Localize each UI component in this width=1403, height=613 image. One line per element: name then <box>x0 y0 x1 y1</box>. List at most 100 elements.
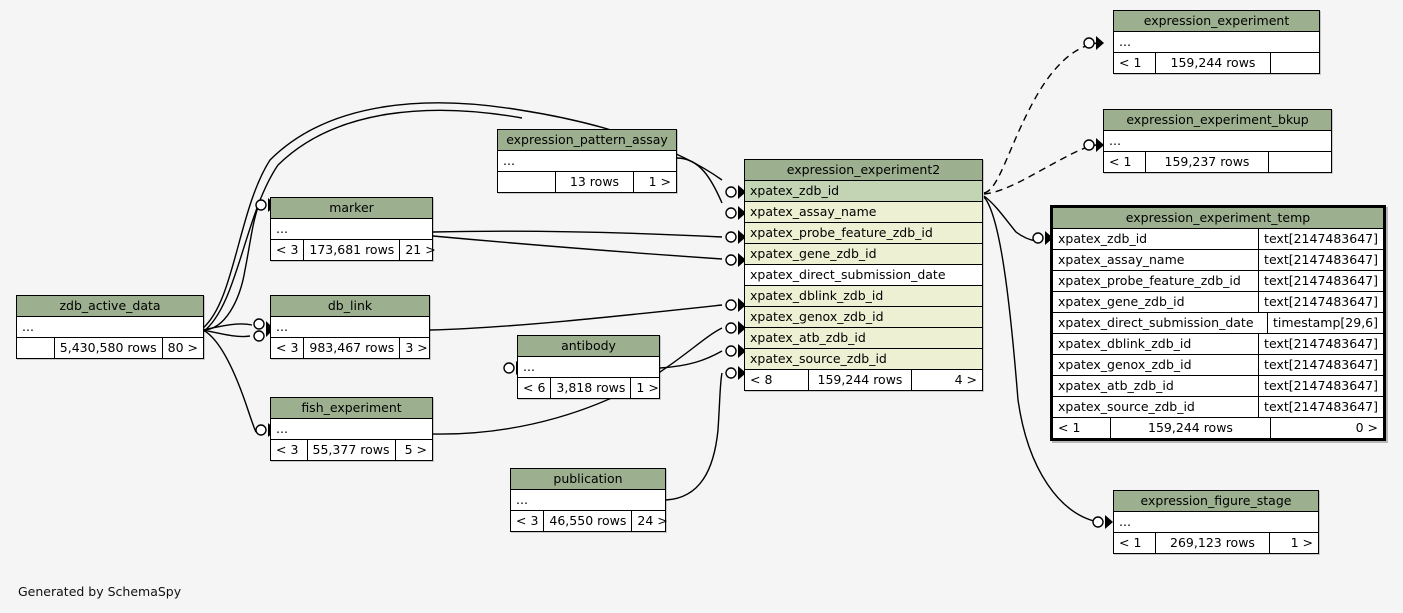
column-name: ... <box>516 492 528 507</box>
table-row[interactable]: xpatex_source_zdb_id text[2147483647] <box>1053 397 1383 417</box>
edge-zdbactive-dblink-b <box>202 329 251 338</box>
column-ellipsis: ... <box>271 219 432 239</box>
table-antibody[interactable]: antibody ... < 6 3,818 rows 1 > <box>517 335 660 399</box>
table-title: publication <box>511 469 665 490</box>
table-columns: ... <box>518 357 659 377</box>
table-expression-experiment2[interactable]: expression_experiment2 xpatex_zdb_id xpa… <box>744 159 983 391</box>
table-row[interactable]: xpatex_probe_feature_zdb_id text[2147483… <box>1053 271 1383 292</box>
table-row[interactable]: xpatex_genox_zdb_id text[2147483647] <box>1053 355 1383 376</box>
table-title: expression_experiment <box>1114 11 1319 32</box>
column-ellipsis: ... <box>498 151 676 171</box>
column-name: ... <box>276 421 288 436</box>
edge-zdbactive-dblink-a <box>202 323 253 331</box>
table-footer: < 1 159,244 rows <box>1114 52 1319 73</box>
footer-outgoing-count: 21 > <box>405 242 436 257</box>
footer-incoming-count: < 3 <box>271 338 305 358</box>
edge-ee2-expexperiment <box>983 42 1099 194</box>
table-expression-experiment-bkup[interactable]: expression_experiment_bkup ... < 1 159,2… <box>1103 109 1332 173</box>
table-expression-experiment-temp[interactable]: expression_experiment_temp xpatex_zdb_id… <box>1050 205 1386 441</box>
column-name: ... <box>1119 514 1131 529</box>
footer-incoming-count: < 1 <box>1114 53 1156 73</box>
footer-outgoing-count: 1 > <box>1290 535 1313 550</box>
table-expression-experiment[interactable]: expression_experiment ... < 1 159,244 ro… <box>1113 10 1320 74</box>
column-name: xpatex_probe_feature_zdb_id <box>1058 273 1241 288</box>
edge-zdbactive-marker <box>202 206 259 331</box>
column-name: xpatex_source_zdb_id <box>1058 399 1195 414</box>
table-db-link[interactable]: db_link ... < 3 983,467 rows 3 > <box>270 295 430 359</box>
footer-row-count: 159,244 rows <box>809 370 912 390</box>
table-row[interactable]: xpatex_direct_submission_date timestamp[… <box>1053 313 1383 334</box>
table-row[interactable]: xpatex_probe_feature_zdb_id <box>745 223 982 244</box>
column-ellipsis: ... <box>271 317 429 337</box>
table-footer: 5,430,580 rows 80 > <box>17 337 203 358</box>
table-row[interactable]: xpatex_zdb_id <box>745 181 982 202</box>
table-row[interactable]: xpatex_assay_name <box>745 202 982 223</box>
column-name: xpatex_zdb_id <box>750 183 840 198</box>
table-row[interactable]: xpatex_atb_zdb_id text[2147483647] <box>1053 376 1383 397</box>
footer-row-count: 3,818 rows <box>551 378 632 398</box>
table-columns: ... <box>1104 131 1331 151</box>
footer-incoming-count: < 8 <box>745 370 809 390</box>
table-row[interactable]: xpatex_dblink_zdb_id <box>745 286 982 307</box>
footer-outgoing-count: 80 > <box>167 340 198 355</box>
table-row[interactable]: xpatex_genox_zdb_id <box>745 307 982 328</box>
table-expression-figure-stage[interactable]: expression_figure_stage ... < 1 269,123 … <box>1113 490 1319 554</box>
table-title: expression_figure_stage <box>1114 491 1318 512</box>
footer-row-count: 5,430,580 rows <box>55 338 163 358</box>
column-name: xpatex_assay_name <box>1058 252 1185 267</box>
column-name: xpatex_direct_submission_date <box>750 267 946 282</box>
edge-marker-probe <box>432 230 723 238</box>
table-row[interactable]: xpatex_gene_zdb_id <box>745 244 982 265</box>
column-name: xpatex_source_zdb_id <box>750 351 887 366</box>
table-publication[interactable]: publication ... < 3 46,550 rows 24 > <box>510 468 668 532</box>
table-columns: ... <box>17 317 203 337</box>
column-name: xpatex_atb_zdb_id <box>750 330 866 345</box>
footer-incoming-count: < 1 <box>1114 533 1156 553</box>
table-footer: < 3 46,550 rows 24 > <box>511 510 668 531</box>
edge-publication-ee2 <box>665 372 723 501</box>
table-title: db_link <box>271 296 429 317</box>
table-columns: xpatex_zdb_id text[2147483647] xpatex_as… <box>1053 229 1383 417</box>
table-columns: ... <box>511 490 665 510</box>
table-row[interactable]: xpatex_atb_zdb_id <box>745 328 982 349</box>
table-title: expression_experiment2 <box>745 160 982 181</box>
table-footer: < 8 159,244 rows 4 > <box>745 369 982 390</box>
table-row[interactable]: xpatex_assay_name text[2147483647] <box>1053 250 1383 271</box>
table-expression-pattern-assay[interactable]: expression_pattern_assay ... 13 rows 1 > <box>497 129 677 193</box>
table-row[interactable]: xpatex_gene_zdb_id text[2147483647] <box>1053 292 1383 313</box>
edge-epa-ee2 <box>676 157 723 204</box>
footer-row-count: 159,244 rows <box>1111 418 1271 438</box>
footer-incoming-count <box>498 172 556 192</box>
column-type: text[2147483647] <box>1258 250 1383 270</box>
table-footer: < 1 159,237 rows <box>1104 151 1331 172</box>
footer-outgoing-count: 5 > <box>404 442 427 457</box>
footer-outgoing-count: 0 > <box>1355 420 1378 435</box>
column-name: ... <box>1109 133 1121 148</box>
edge-zdbactive-fish <box>202 329 257 433</box>
table-row[interactable]: xpatex_source_zdb_id <box>745 349 982 369</box>
footer-outgoing-count <box>1269 152 1331 172</box>
table-title: zdb_active_data <box>17 296 203 317</box>
generated-by-credit: Generated by SchemaSpy <box>18 584 182 599</box>
footer-incoming-count: < 3 <box>511 511 545 531</box>
column-name: ... <box>1119 34 1131 49</box>
table-row[interactable]: xpatex_direct_submission_date <box>745 265 982 286</box>
table-marker[interactable]: marker ... < 3 173,681 rows 21 > <box>270 197 436 261</box>
footer-row-count: 983,467 rows <box>304 338 401 358</box>
column-name: xpatex_dblink_zdb_id <box>1058 336 1192 351</box>
table-title: fish_experiment <box>271 398 432 419</box>
column-type: text[2147483647] <box>1258 229 1383 249</box>
table-zdb-active-data[interactable]: zdb_active_data ... 5,430,580 rows 80 > <box>16 295 204 359</box>
column-ellipsis: ... <box>271 419 432 439</box>
edge-marker-gene <box>432 235 723 260</box>
table-row[interactable]: xpatex_zdb_id text[2147483647] <box>1053 229 1383 250</box>
edge-antibody-ee2 <box>659 350 723 369</box>
column-ellipsis: ... <box>1114 32 1319 52</box>
table-fish-experiment[interactable]: fish_experiment ... < 3 55,377 rows 5 > <box>270 397 433 461</box>
footer-incoming-count: < 1 <box>1053 418 1111 438</box>
column-ellipsis: ... <box>518 357 659 377</box>
column-name: xpatex_direct_submission_date <box>1058 315 1254 330</box>
column-type: text[2147483647] <box>1258 271 1383 291</box>
table-row[interactable]: xpatex_dblink_zdb_id text[2147483647] <box>1053 334 1383 355</box>
